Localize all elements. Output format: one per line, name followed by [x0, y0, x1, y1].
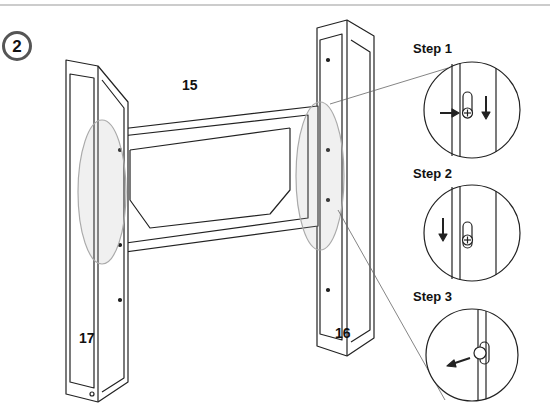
callout-number: 15 [182, 78, 198, 92]
step-label: Step 1 [413, 42, 452, 55]
left-leg [66, 60, 128, 402]
step-label: Step 2 [413, 167, 452, 180]
detail-step-3 [426, 309, 518, 401]
step-badge: 2 [2, 31, 32, 61]
step-number: 2 [12, 38, 21, 55]
detail-step-1 [424, 62, 520, 158]
callout-number: 16 [335, 326, 351, 340]
step-label: Step 3 [413, 290, 452, 303]
detail-step-2 [424, 185, 520, 281]
callout-number: 17 [79, 331, 95, 345]
